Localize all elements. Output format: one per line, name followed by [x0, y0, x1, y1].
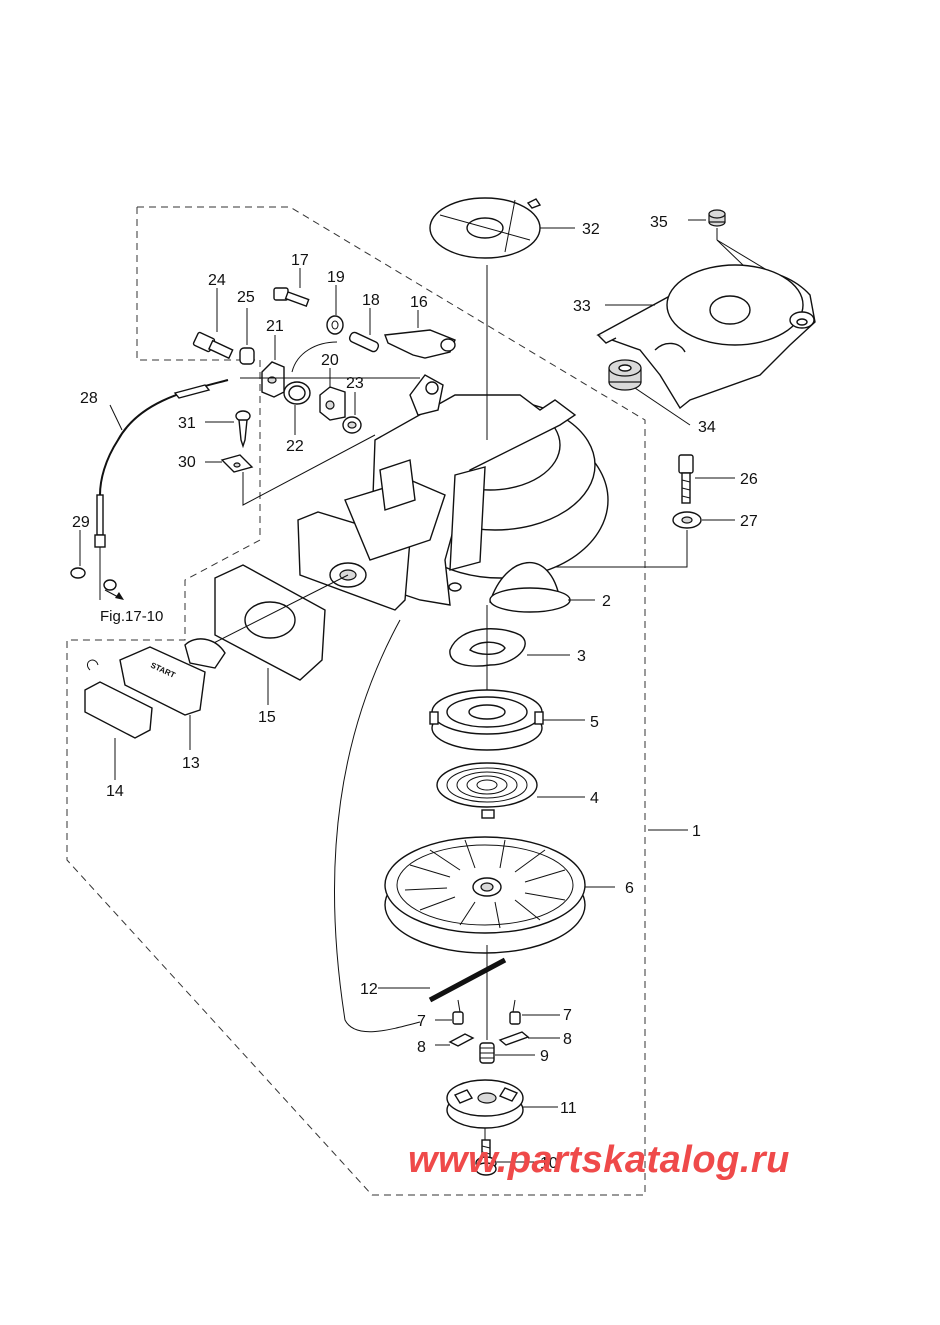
callout-33: 33: [573, 298, 591, 315]
callout-30: 30: [178, 454, 196, 471]
part-7-spring-right: [509, 999, 560, 1025]
part-22-spring: [283, 341, 338, 435]
callout-25: 25: [237, 289, 255, 306]
callout-3: 3: [577, 648, 586, 665]
assembly-boundary: [66, 206, 646, 1196]
callout-19: 19: [327, 269, 345, 286]
part-9-spring: [479, 1042, 535, 1064]
callout-17: 17: [291, 252, 309, 269]
part-29-clip: [70, 530, 117, 591]
callout-16: 16: [410, 294, 428, 311]
part-5-spring-case: [429, 689, 585, 751]
part-34-grommet: [608, 359, 691, 426]
part-8-pawl-left: [435, 1033, 475, 1047]
part-21-bracket: [261, 335, 285, 398]
part-15-rope-guide: [214, 564, 326, 705]
callout-23: 23: [346, 375, 364, 392]
starter-housing: [297, 374, 609, 613]
part-7-spring-left: [435, 999, 464, 1025]
figure-reference: Fig.17-10: [100, 608, 163, 625]
callout-13: 13: [182, 755, 200, 772]
part-8-pawl-right: [498, 1031, 560, 1046]
callout-34: 34: [698, 419, 716, 436]
figure-reference-arrow: [104, 589, 124, 600]
part-11-ratchet: [446, 1079, 558, 1129]
callout-2: 2: [602, 593, 611, 610]
callout-8-right: 8: [563, 1031, 572, 1048]
part-26-bolt: [678, 454, 735, 504]
callout-7-right: 7: [563, 1007, 572, 1024]
part-28-cable: [94, 379, 229, 600]
callout-18: 18: [362, 292, 380, 309]
part-23-washer: [342, 392, 362, 434]
part-31-screw: [205, 410, 251, 449]
starter-rope: [189, 574, 507, 1033]
part-10-bolt: [475, 1139, 535, 1176]
callout-12: 12: [360, 981, 378, 998]
callout-4: 4: [590, 790, 599, 807]
callout-28: 28: [80, 390, 98, 407]
part-14-insert: [84, 659, 153, 780]
callout-30-31-upper: 31: [178, 415, 196, 432]
callout-27: 27: [740, 513, 758, 530]
callout-5: 5: [590, 714, 599, 731]
part-16-lever: [384, 310, 456, 359]
callout-9: 9: [540, 1048, 549, 1065]
callout-10: 10: [540, 1155, 558, 1172]
callout-15: 15: [258, 709, 276, 726]
callout-32: 32: [582, 221, 600, 238]
part-25-spacer: [239, 308, 255, 365]
callout-1: 1: [692, 823, 701, 840]
callout-21: 21: [266, 318, 284, 335]
watermark: www.partskatalog.ru: [408, 1139, 790, 1181]
part-6-pulley: [384, 836, 615, 954]
callout-6: 6: [625, 880, 634, 897]
part-24-bolt: [192, 288, 234, 360]
callout-22: 22: [286, 438, 304, 455]
part-20-cam: [319, 368, 346, 421]
part-17-bolt: [273, 268, 310, 307]
callout-26: 26: [740, 471, 758, 488]
callout-7-left: 7: [417, 1013, 426, 1030]
callout-labels: 1 2 3 4 5 6 7 7 8 8 9 10 11 12 13 14 15 …: [72, 214, 758, 1172]
part-4-spiral-spring: [436, 762, 585, 819]
callout-20: 20: [321, 352, 339, 369]
callout-24: 24: [208, 272, 226, 289]
part-33-cover: [596, 264, 816, 410]
callout-11: 11: [560, 1100, 577, 1117]
callout-8-left: 8: [417, 1039, 426, 1056]
part-19-ring: [326, 285, 344, 335]
callout-14: 14: [106, 783, 124, 800]
callout-35: 35: [650, 214, 668, 231]
part-32-plate: [429, 197, 575, 259]
part-13-handle: START: [119, 638, 226, 750]
part-3-gasket: [449, 628, 570, 667]
part-30-plate: [205, 434, 376, 506]
part-18-pin: [348, 308, 380, 353]
callout-29: 29: [72, 514, 90, 531]
